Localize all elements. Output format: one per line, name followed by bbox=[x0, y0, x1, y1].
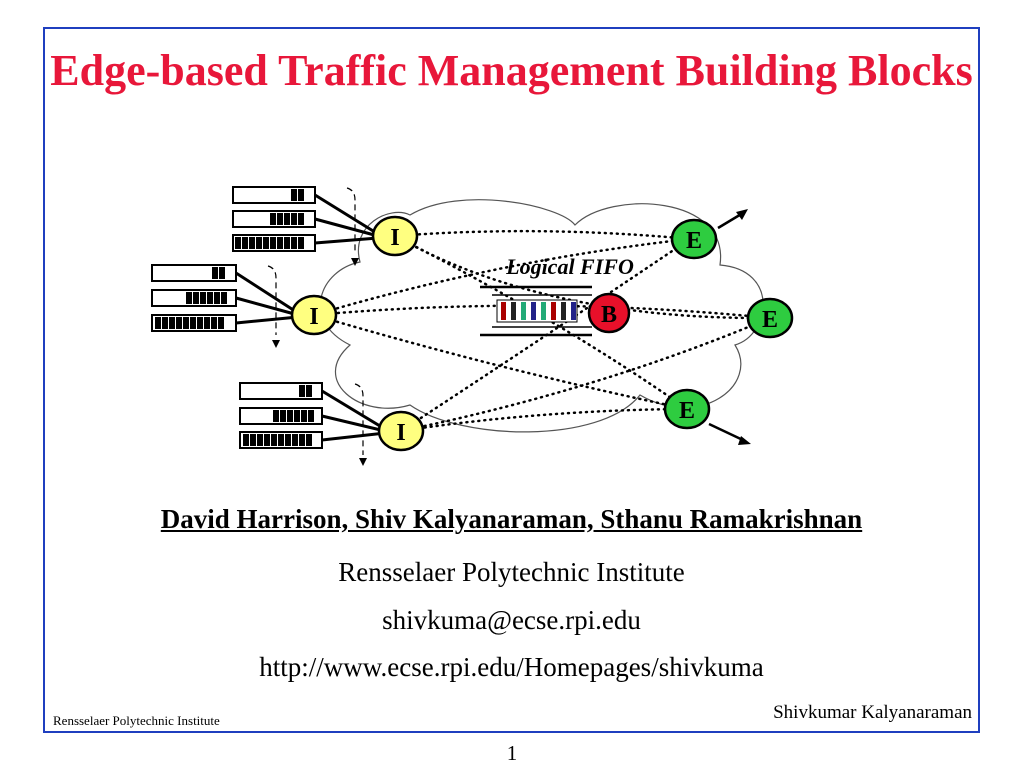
footer-author: Shivkumar Kalyanaraman bbox=[773, 702, 972, 723]
feedback-arrowheads bbox=[272, 258, 367, 466]
egress-label: E bbox=[762, 307, 778, 333]
core-node: B bbox=[587, 292, 631, 334]
page-number: 1 bbox=[506, 741, 518, 765]
egress-node-top: E bbox=[670, 218, 718, 260]
egress-node-bottom: E bbox=[663, 388, 711, 430]
footer-institution: Rensselaer Polytechnic Institute bbox=[53, 713, 220, 728]
source-queues-bottom bbox=[239, 382, 323, 449]
homepage-url: http://www.ecse.rpi.edu/Homepages/shivku… bbox=[259, 652, 764, 682]
egress-node-middle: E bbox=[746, 297, 794, 339]
ingress-node-top: I bbox=[371, 215, 419, 257]
egress-label: E bbox=[686, 228, 702, 254]
author-list: David Harrison, Shiv Kalyanaraman, Sthan… bbox=[160, 504, 863, 534]
ingress-label: I bbox=[309, 304, 318, 330]
ingress-label: I bbox=[390, 225, 399, 251]
core-label: B bbox=[601, 302, 617, 328]
ingress-node-middle: I bbox=[290, 294, 338, 336]
queue-connectors bbox=[235, 193, 386, 442]
slide-title: Edge-based Traffic Management Building B… bbox=[50, 46, 973, 95]
ingress-label: I bbox=[396, 420, 405, 446]
logical-fifo-queue bbox=[480, 285, 592, 337]
institution: Rensselaer Polytechnic Institute bbox=[338, 557, 685, 587]
email: shivkuma@ecse.rpi.edu bbox=[382, 605, 641, 635]
feedback-brackets bbox=[267, 187, 364, 455]
ingress-node-bottom: I bbox=[377, 410, 425, 452]
egress-label: E bbox=[679, 398, 695, 424]
source-queues-middle bbox=[151, 264, 237, 332]
fifo-label: Logical FIFO bbox=[505, 254, 634, 279]
slide-frame bbox=[43, 27, 980, 733]
source-queues-top bbox=[232, 186, 316, 252]
